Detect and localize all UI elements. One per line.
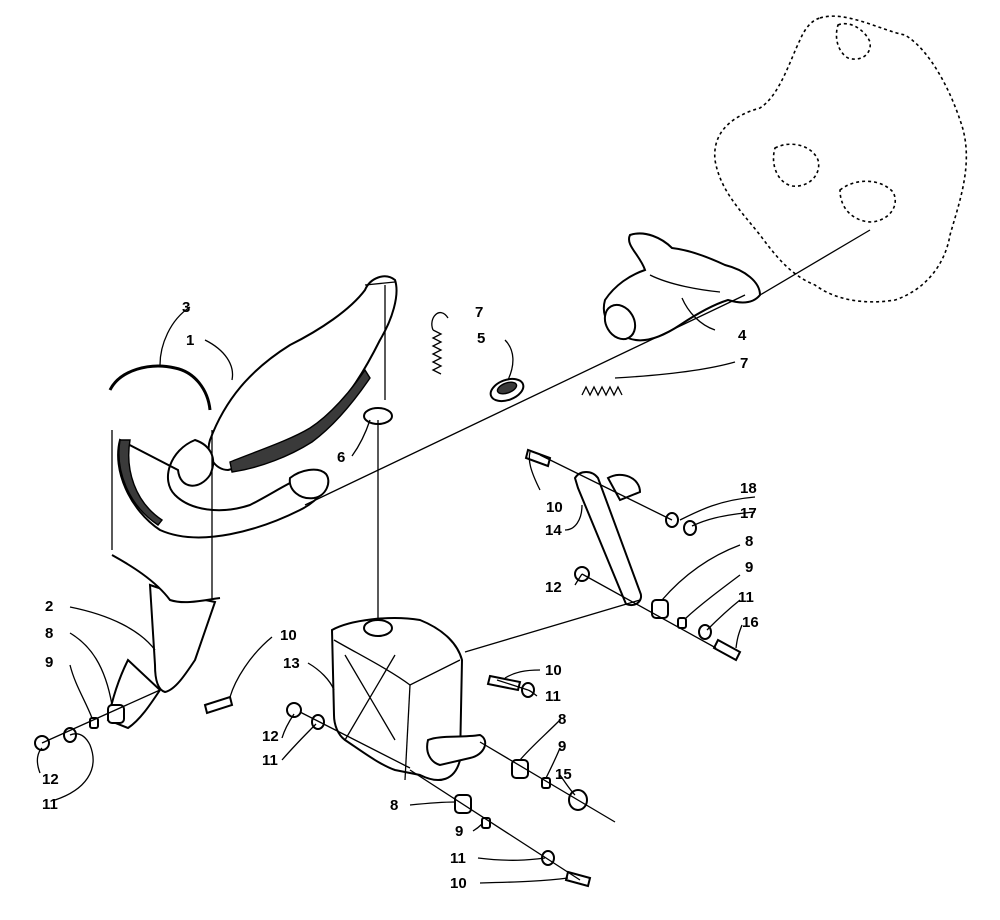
callout-10: 10 xyxy=(280,627,297,644)
callout-14: 14 xyxy=(545,522,562,539)
callout-18: 18 xyxy=(740,480,757,497)
callout-10: 10 xyxy=(450,875,467,892)
callout-9: 9 xyxy=(455,823,463,840)
spring-upper xyxy=(431,329,443,375)
callout-16: 16 xyxy=(742,614,759,631)
seal-ring xyxy=(489,377,525,403)
callout-9: 9 xyxy=(745,559,753,576)
callout-11: 11 xyxy=(42,796,58,813)
callout-7: 7 xyxy=(475,304,483,321)
hanger-wire xyxy=(108,364,212,411)
callout-5: 5 xyxy=(477,330,485,347)
callout-11: 11 xyxy=(262,752,278,769)
callout-labels: 3 1 7 5 4 7 6 10 14 18 17 8 12 9 11 16 2… xyxy=(42,299,759,892)
callout-8: 8 xyxy=(745,533,753,550)
callout-3: 3 xyxy=(182,299,190,316)
callout-11: 11 xyxy=(450,850,466,867)
callout-12: 12 xyxy=(545,579,562,596)
callout-17: 17 xyxy=(740,505,757,522)
callout-6: 6 xyxy=(337,449,345,466)
exhaust-manifold xyxy=(602,232,762,342)
callout-1: 1 xyxy=(186,332,194,349)
callout-12: 12 xyxy=(262,728,279,745)
callout-8: 8 xyxy=(558,711,566,728)
callout-2: 2 xyxy=(45,598,53,615)
muffler-box xyxy=(330,617,487,781)
callout-10: 10 xyxy=(545,662,562,679)
spring-middle xyxy=(581,385,623,397)
mounting-bracket xyxy=(106,554,221,730)
expansion-chamber xyxy=(117,275,398,539)
callout-8: 8 xyxy=(390,797,398,814)
callout-10: 10 xyxy=(546,499,563,516)
callout-11: 11 xyxy=(738,589,754,606)
callout-7: 7 xyxy=(740,355,748,372)
callout-11: 11 xyxy=(545,688,561,705)
pivot-arm xyxy=(573,471,642,606)
callout-12: 12 xyxy=(42,771,59,788)
callout-15: 15 xyxy=(555,766,572,783)
leader-lines xyxy=(36,229,871,884)
callout-9: 9 xyxy=(45,654,53,671)
callout-4: 4 xyxy=(738,327,747,344)
hardware xyxy=(34,448,742,888)
engine-outline xyxy=(714,15,968,303)
callout-9: 9 xyxy=(558,738,566,755)
callout-8: 8 xyxy=(45,625,53,642)
callout-13: 13 xyxy=(283,655,300,672)
